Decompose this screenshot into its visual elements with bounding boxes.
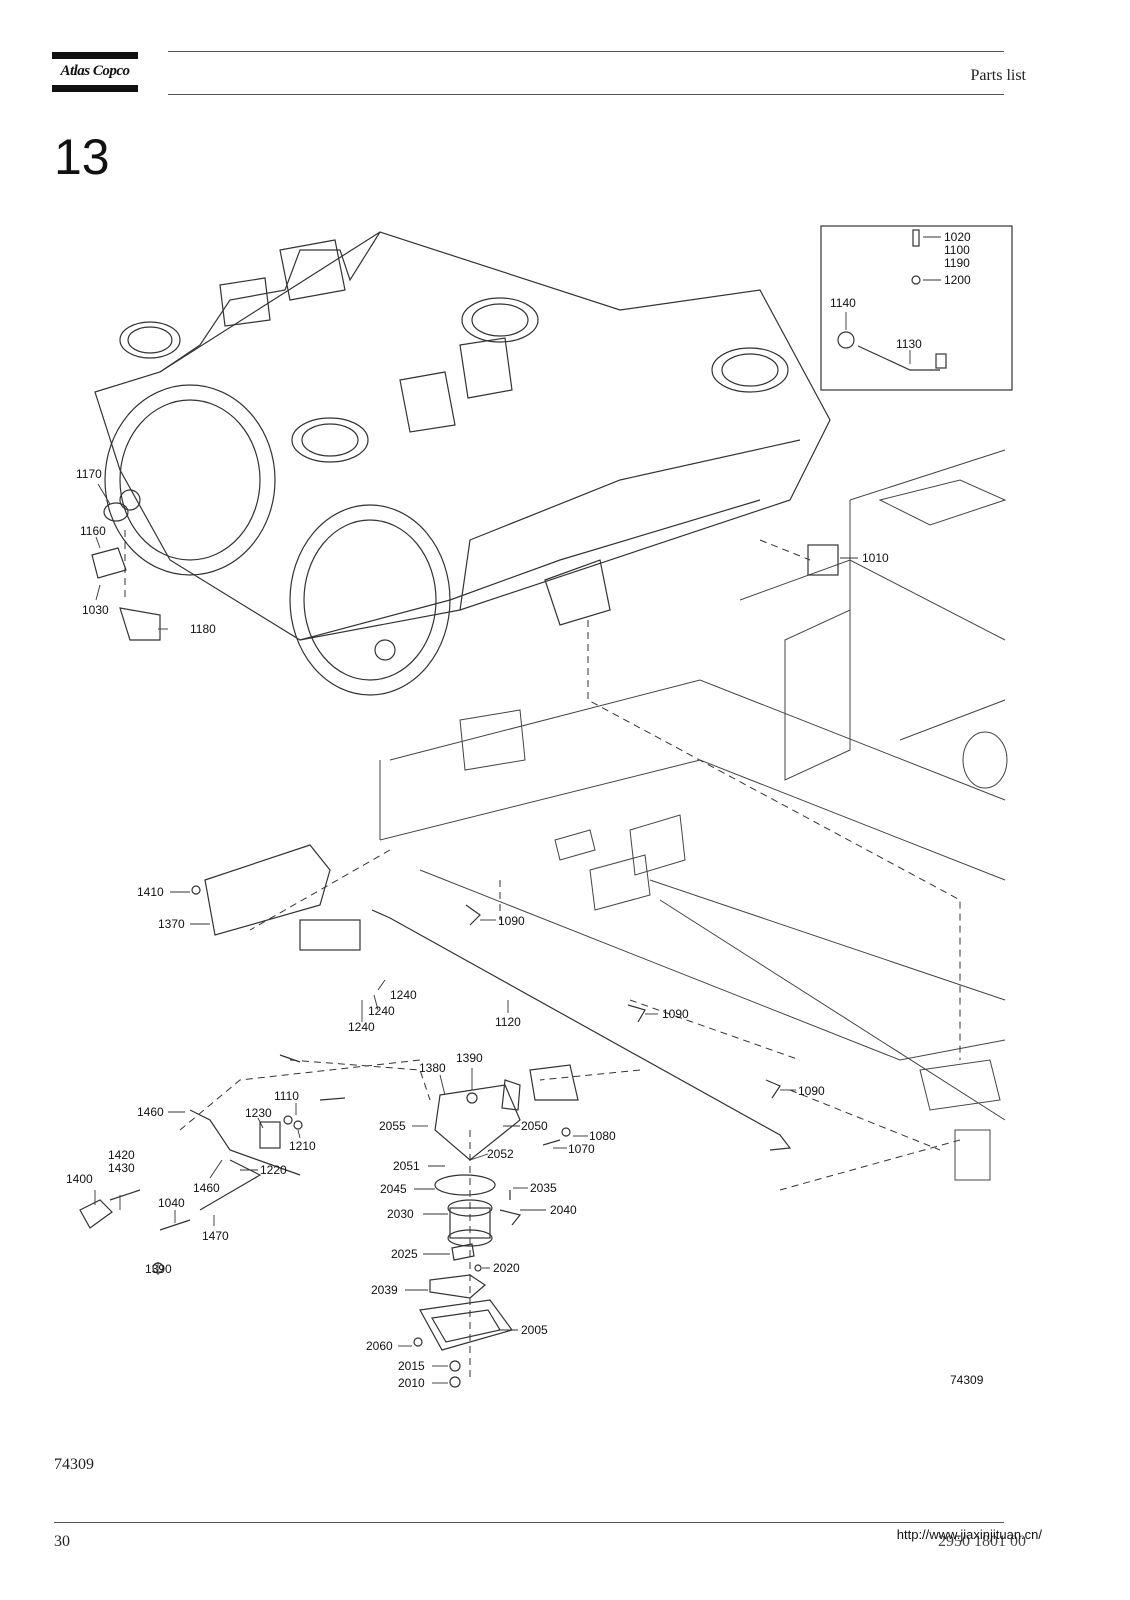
part-label-1090-b: 1090 xyxy=(662,1007,689,1021)
header-title: Parts list xyxy=(970,67,1026,84)
part-labels: 1020 1100 1190 1200 1140 1130 1170 1160 … xyxy=(66,230,984,1390)
logo-text: Atlas Copco xyxy=(60,63,130,79)
part-label-1090-c: 1090 xyxy=(798,1084,825,1098)
part-label-1170: 1170 xyxy=(76,467,102,481)
watermark-url[interactable]: http://www.jiaxinjituan.cn/ xyxy=(896,1527,1042,1542)
part-label-2050: 2050 xyxy=(521,1119,548,1133)
part-label-1240-b: 1240 xyxy=(368,1004,395,1018)
header-rule-top xyxy=(168,51,1004,52)
part-label-2035: 2035 xyxy=(530,1181,557,1195)
part-label-2005: 2005 xyxy=(521,1323,548,1337)
part-label-1140: 1140 xyxy=(830,296,856,310)
part-label-1460-a: 1460 xyxy=(137,1105,164,1119)
part-label-1230: 1230 xyxy=(245,1106,272,1120)
section-number: 13 xyxy=(54,129,110,185)
part-label-1190: 1190 xyxy=(944,256,970,270)
part-label-1040: 1040 xyxy=(158,1196,185,1210)
part-label-1220: 1220 xyxy=(260,1163,287,1177)
assembly-leader-lines xyxy=(124,530,961,1380)
part-label-1240-a: 1240 xyxy=(390,988,417,1002)
footer-figure-code: 74309 xyxy=(54,1456,94,1473)
part-label-1070: 1070 xyxy=(568,1142,595,1156)
part-label-1100: 1100 xyxy=(944,243,970,257)
part-label-2030: 2030 xyxy=(387,1207,414,1221)
part-label-1460-b: 1460 xyxy=(193,1181,220,1195)
part-label-1210: 1210 xyxy=(289,1139,316,1153)
detail-inset-box xyxy=(820,225,1013,391)
part-label-1110: 1110 xyxy=(274,1089,299,1103)
part-label-1180: 1180 xyxy=(190,622,216,636)
drawing-figure-code: 74309 xyxy=(950,1373,984,1387)
part-label-1090-a: 1090 xyxy=(498,914,525,928)
part-label-2015: 2015 xyxy=(398,1359,425,1373)
part-label-2040: 2040 xyxy=(550,1203,577,1217)
part-label-1200: 1200 xyxy=(944,273,971,287)
part-label-1390-a: 1390 xyxy=(456,1051,483,1065)
part-label-1240-c: 1240 xyxy=(348,1020,375,1034)
document-number: 2950 1801 00 xyxy=(938,1533,1026,1550)
part-label-1160: 1160 xyxy=(80,524,106,538)
atlas-copco-logo: Atlas Copco xyxy=(52,52,138,92)
footer-rule xyxy=(54,1522,1004,1523)
part-label-2045: 2045 xyxy=(380,1182,407,1196)
part-label-1370: 1370 xyxy=(158,917,185,931)
part-label-1390-b: 1390 xyxy=(145,1262,172,1276)
part-label-1010: 1010 xyxy=(862,551,889,565)
part-label-2039: 2039 xyxy=(371,1283,398,1297)
inset-parts xyxy=(837,229,947,371)
base-frame-outline xyxy=(379,449,1008,1181)
part-label-2060: 2060 xyxy=(366,1339,393,1353)
part-label-2020: 2020 xyxy=(493,1261,520,1275)
logo-bar-bottom xyxy=(52,85,138,92)
compressor-housing-outline xyxy=(94,231,831,696)
component-glyphs xyxy=(79,502,839,1388)
label-leaders xyxy=(94,236,941,1384)
part-label-1410: 1410 xyxy=(137,885,164,899)
part-label-1430: 1430 xyxy=(108,1161,135,1175)
header-rule-bottom xyxy=(168,94,1004,95)
part-label-1120: 1120 xyxy=(495,1015,521,1029)
logo-bar-top xyxy=(52,52,138,59)
page-number: 30 xyxy=(54,1533,70,1550)
part-label-1400: 1400 xyxy=(66,1172,93,1186)
part-label-2052: 2052 xyxy=(487,1147,514,1161)
part-label-1470: 1470 xyxy=(202,1229,229,1243)
part-label-2010: 2010 xyxy=(398,1376,425,1390)
part-label-1080: 1080 xyxy=(589,1129,616,1143)
part-label-1030: 1030 xyxy=(82,603,109,617)
part-label-2055: 2055 xyxy=(379,1119,406,1133)
part-label-1380: 1380 xyxy=(419,1061,446,1075)
part-label-1130: 1130 xyxy=(896,337,922,351)
part-label-2025: 2025 xyxy=(391,1247,418,1261)
part-label-1420: 1420 xyxy=(108,1148,135,1162)
part-label-1020: 1020 xyxy=(944,230,971,244)
part-label-2051: 2051 xyxy=(393,1159,420,1173)
